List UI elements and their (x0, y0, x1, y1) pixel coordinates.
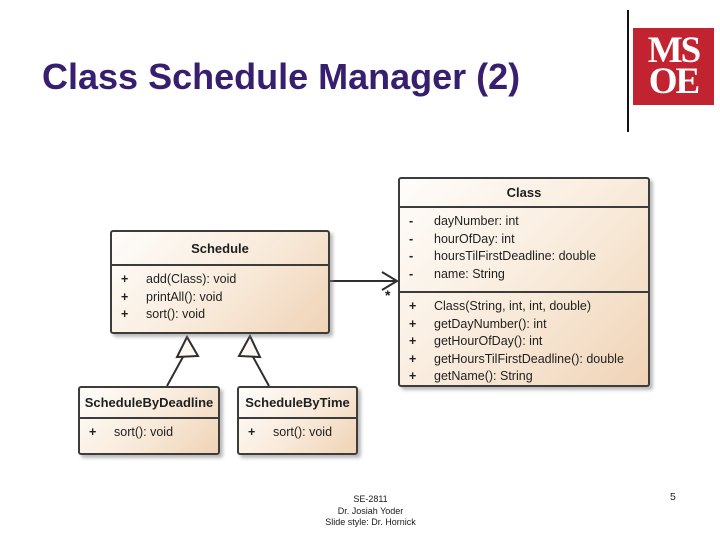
visibility-sign: - (409, 249, 414, 263)
class-box-schedulebydeadline: ScheduleByDeadline + sort(): void (78, 386, 220, 455)
footer-course: SE-2811 (353, 494, 388, 504)
method-row: + sort(): void (80, 424, 218, 442)
methods-section: + sort(): void (239, 419, 356, 442)
slide-footer: SE-2811 Dr. Josiah Yoder Slide style: Dr… (278, 494, 463, 529)
generalization-arrow-left (166, 334, 200, 387)
attribute-signature: hourOfDay: int (434, 231, 515, 246)
visibility-sign: + (248, 425, 256, 439)
visibility-sign: + (89, 425, 97, 439)
method-row: + getHourOfDay(): int (400, 333, 648, 351)
attributes-section: - dayNumber: int - hourOfDay: int - hour… (400, 208, 648, 291)
page-number: 5 (670, 491, 676, 503)
attribute-signature: name: String (434, 266, 505, 281)
attribute-row: - name: String (400, 266, 648, 284)
logo-divider-line (627, 10, 629, 132)
multiplicity-star: * (385, 287, 391, 303)
method-signature: sort(): void (273, 425, 333, 439)
attribute-row: - hourOfDay: int (400, 231, 648, 249)
methods-section: + add(Class): void + printAll(): void + … (112, 266, 328, 324)
method-signature: getName(): String (434, 369, 533, 383)
methods-section: + Class(String, int, int, double) + getD… (400, 291, 648, 386)
visibility-sign: + (409, 316, 417, 331)
visibility-sign: + (121, 289, 129, 304)
method-signature: Class(String, int, int, double) (434, 299, 592, 313)
method-signature: printAll(): void (146, 289, 223, 304)
association-arrow: * (330, 271, 399, 303)
method-row: + sort(): void (239, 424, 356, 442)
method-row: + add(Class): void (112, 271, 328, 289)
visibility-sign: + (409, 369, 417, 383)
msoe-logo: MS OE (633, 28, 714, 105)
visibility-sign: + (409, 351, 417, 366)
method-row: + getName(): String (400, 368, 648, 386)
attribute-signature: hoursTilFirstDeadline: double (434, 249, 597, 263)
method-signature: sort(): void (146, 307, 206, 321)
msoe-logo-text-top: MS (647, 29, 701, 71)
class-name: Class (400, 179, 648, 208)
method-row: + getDayNumber(): int (400, 316, 648, 334)
method-signature: sort(): void (114, 425, 174, 439)
visibility-sign: + (409, 299, 417, 313)
methods-section: + sort(): void (80, 419, 218, 442)
attribute-row: - hoursTilFirstDeadline: double (400, 248, 648, 266)
msoe-logo-text-bottom: OE (648, 60, 700, 102)
footer-style-credit: Slide style: Dr. Hornick (325, 517, 416, 527)
class-box-schedulebytime: ScheduleByTime + sort(): void (237, 386, 358, 455)
visibility-sign: - (409, 266, 414, 281)
class-name: Schedule (112, 232, 328, 266)
visibility-sign: + (121, 272, 129, 286)
visibility-sign: + (409, 334, 417, 348)
class-box-schedule: Schedule + add(Class): void + printAll()… (110, 230, 330, 334)
footer-author: Dr. Josiah Yoder (337, 505, 404, 516)
method-row: + getHoursTilFirstDeadline(): double (400, 351, 648, 369)
visibility-sign: - (409, 214, 414, 228)
method-row: + sort(): void (112, 306, 328, 324)
method-signature: getDayNumber(): int (434, 316, 547, 331)
generalization-arrow-right (237, 333, 270, 387)
visibility-sign: + (121, 307, 129, 321)
visibility-sign: - (409, 231, 414, 246)
method-signature: add(Class): void (146, 272, 237, 286)
method-signature: getHoursTilFirstDeadline(): double (434, 351, 624, 366)
class-name: ScheduleByDeadline (80, 388, 218, 419)
slide-title: Class Schedule Manager (2) (42, 56, 521, 97)
method-row: + printAll(): void (112, 289, 328, 307)
attribute-row: - dayNumber: int (400, 213, 648, 231)
method-row: + Class(String, int, int, double) (400, 298, 648, 316)
attribute-signature: dayNumber: int (434, 214, 519, 228)
class-box-class: Class - dayNumber: int - hourOfDay: int … (398, 177, 650, 387)
method-signature: getHourOfDay(): int (434, 334, 543, 348)
class-name: ScheduleByTime (239, 388, 356, 419)
